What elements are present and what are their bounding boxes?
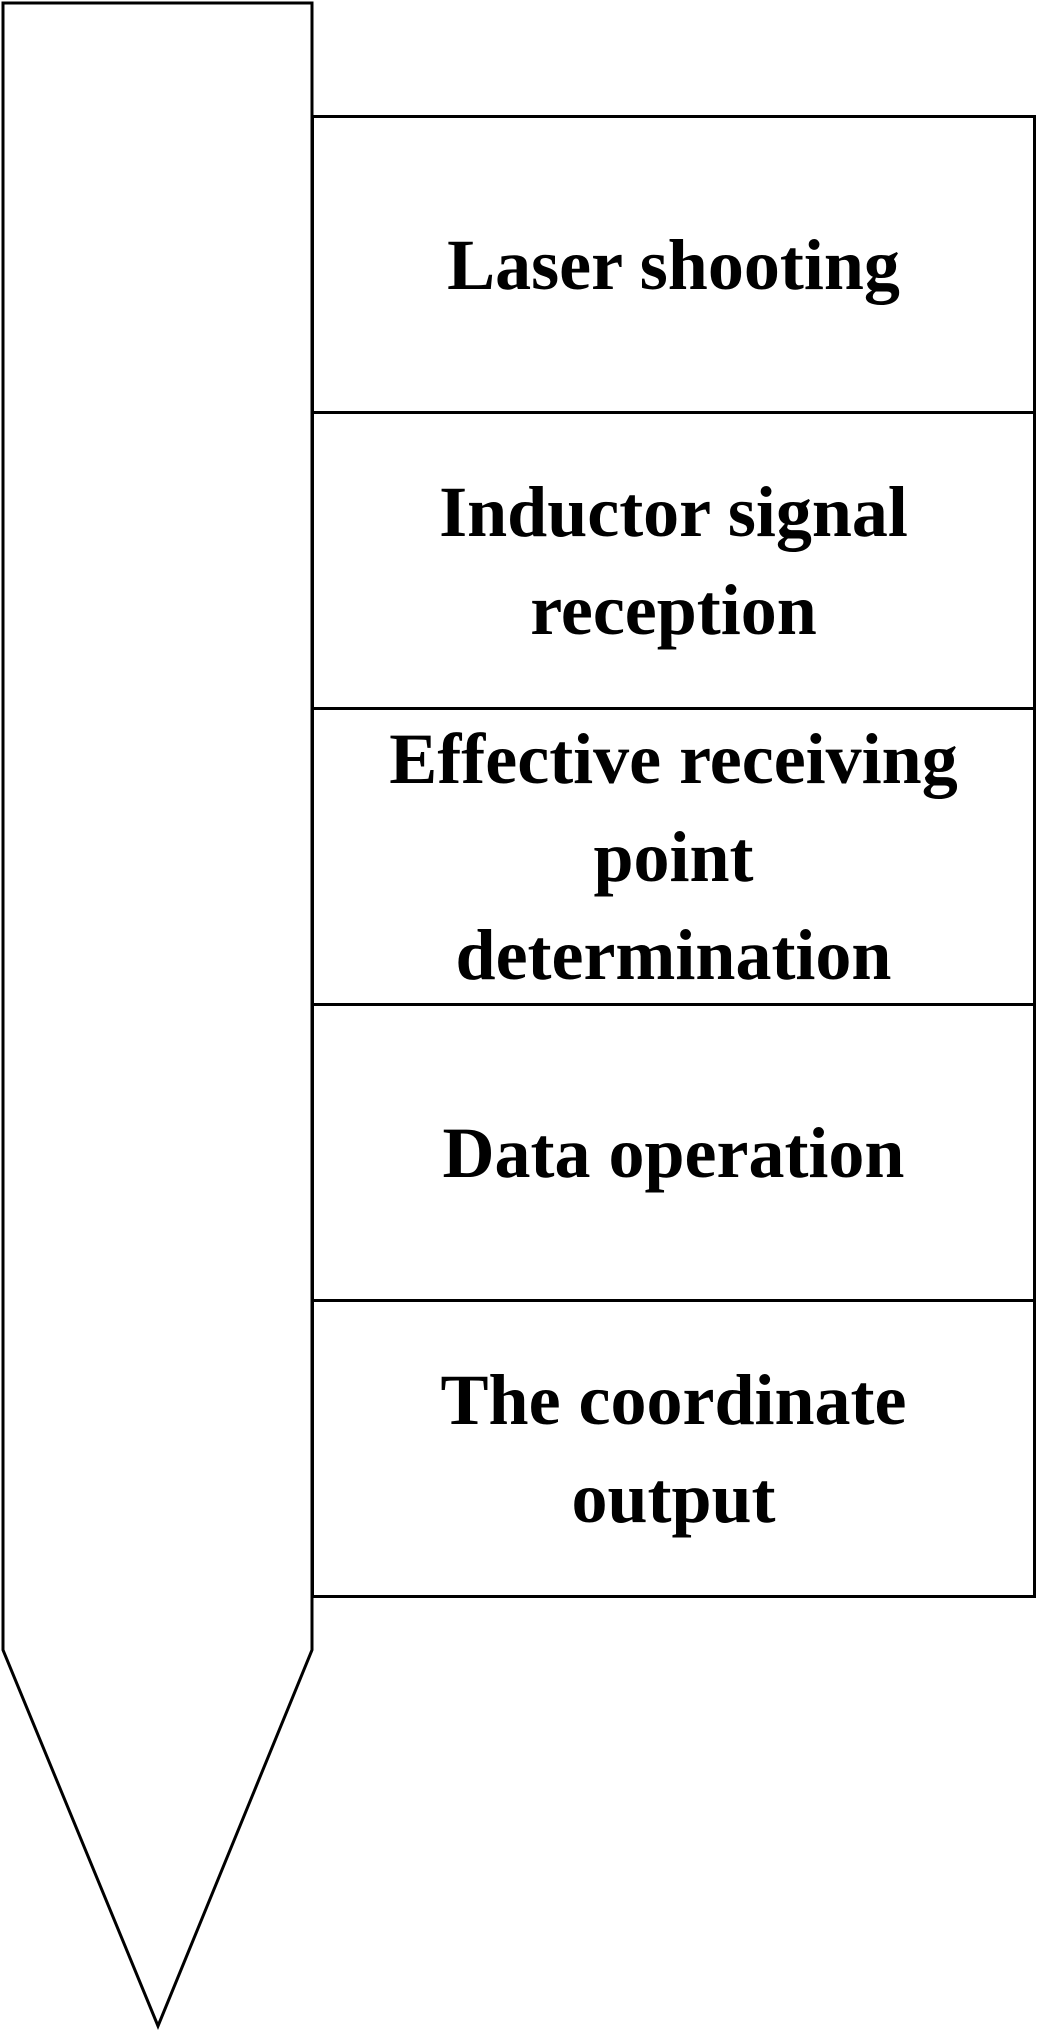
step-label: The coordinate output	[440, 1359, 907, 1538]
step-data-operation: Data operation	[311, 1003, 1036, 1302]
step-label: Laser shooting	[447, 224, 900, 305]
step-label: Effective receiving point determination	[389, 718, 958, 995]
step-inductor-signal-reception: Inductor signal reception	[311, 411, 1036, 710]
step-laser-shooting: Laser shooting	[311, 115, 1036, 414]
process-steps: Laser shooting Inductor signal reception…	[311, 115, 1036, 1598]
downward-arrow	[1, 1, 314, 2030]
step-label: Inductor signal reception	[439, 471, 908, 650]
step-effective-receiving-point-determination: Effective receiving point determination	[311, 707, 1036, 1006]
step-label: Data operation	[442, 1112, 905, 1193]
step-coordinate-output: The coordinate output	[311, 1299, 1036, 1598]
